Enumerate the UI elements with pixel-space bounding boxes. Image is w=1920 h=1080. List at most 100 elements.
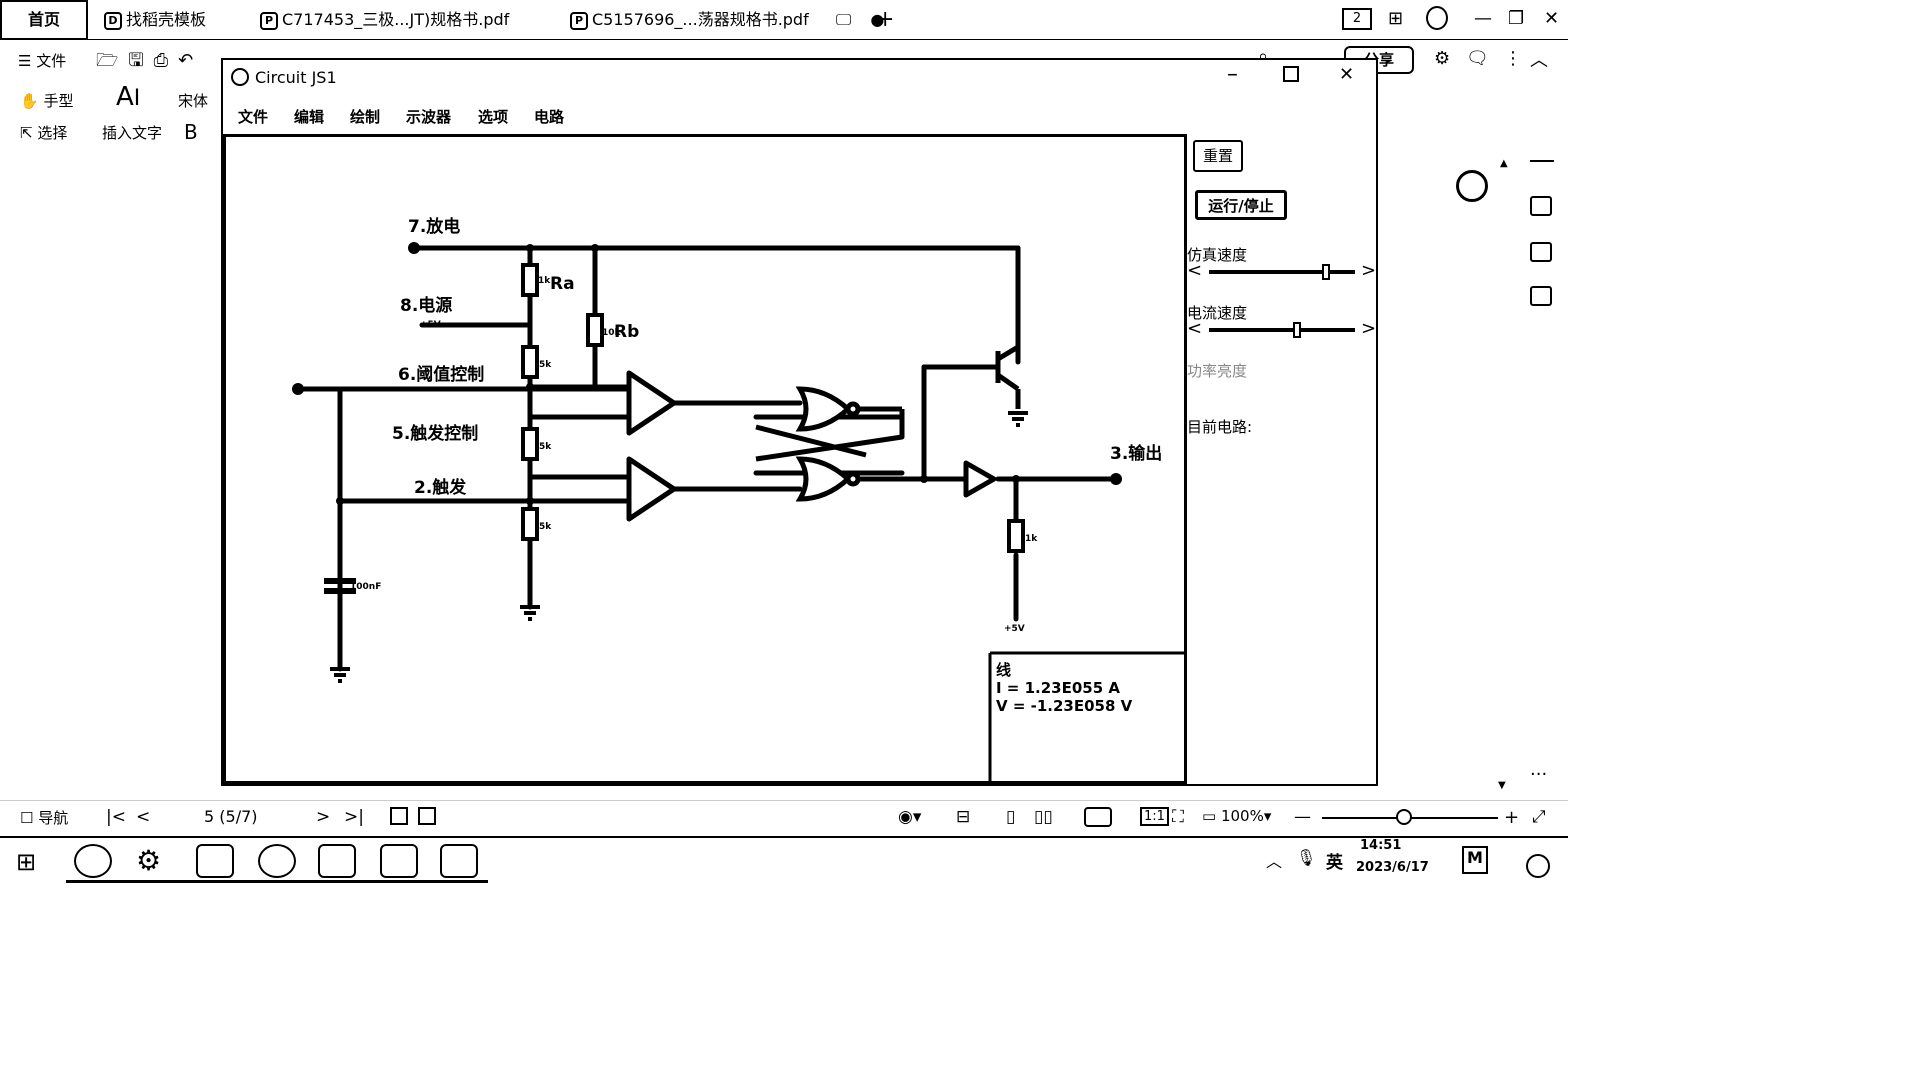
sim-speed-slider[interactable]: < > — [1187, 260, 1377, 282]
window-titlebar: Circuit JS1 – ✕ — [223, 60, 1376, 96]
fit-width-icon[interactable]: ⊟ — [956, 807, 971, 827]
slider-right-icon[interactable]: > — [1361, 260, 1377, 281]
clock-time[interactable]: 14:51 — [1360, 838, 1402, 853]
resistor-5k-bottom — [521, 507, 539, 541]
circuitjs-taskbar-icon[interactable] — [258, 844, 296, 878]
label-vcc-1: +5V — [420, 320, 441, 330]
monitor-icon[interactable]: 🖵 — [835, 10, 852, 29]
translate-icon[interactable] — [1530, 196, 1552, 216]
close-icon[interactable]: ✕ — [1339, 64, 1355, 85]
fit-page-icon[interactable]: ⛶ — [1172, 807, 1184, 827]
ime-icon[interactable]: M — [1462, 846, 1488, 874]
pdf-app-icon[interactable] — [196, 844, 234, 878]
zoom-in-icon[interactable]: + — [1504, 807, 1520, 828]
eye-icon[interactable]: ◉▾ — [898, 807, 922, 827]
next-page-icon[interactable]: > — [316, 807, 331, 827]
zoom-value: 100% — [1220, 807, 1264, 825]
adjust-icon[interactable] — [1530, 242, 1552, 262]
hand-tool-label: 手型 — [43, 92, 74, 110]
slider-left-icon[interactable]: < — [1187, 260, 1203, 281]
fullscreen-icon[interactable]: ⤢ — [1532, 807, 1546, 827]
print-icon[interactable]: ⎙ — [153, 50, 179, 71]
avatar[interactable] — [1426, 6, 1448, 30]
book-icon[interactable] — [1530, 286, 1552, 306]
tab-home[interactable]: 首页 — [0, 0, 88, 40]
search-small-icon[interactable]: ⌕ — [1258, 46, 1269, 67]
font-name[interactable]: 宋体 — [178, 92, 209, 110]
double-page-icon[interactable]: ▯▯ — [1034, 807, 1053, 827]
input-language[interactable]: 英 — [1326, 853, 1343, 873]
restore-app-icon[interactable]: ❐ — [1508, 8, 1525, 29]
file-explorer-icon[interactable] — [318, 844, 356, 878]
single-page-icon[interactable]: ▯ — [1006, 807, 1016, 827]
new-tab-button[interactable]: + — [876, 7, 895, 32]
settings-icon[interactable]: ⚙ — [1434, 48, 1451, 69]
reset-button[interactable]: 重置 — [1193, 140, 1243, 172]
back-icon[interactable] — [390, 807, 408, 825]
zoom-control[interactable]: ▭ 100%▾ — [1202, 807, 1272, 825]
wps-icon[interactable] — [380, 844, 418, 878]
hand-tool[interactable]: ✋ 手型 — [20, 90, 73, 111]
sim-speed-thumb[interactable] — [1321, 264, 1330, 280]
undo-icon[interactable]: ↶ — [178, 50, 204, 71]
zoom-thumb[interactable] — [1396, 809, 1412, 825]
select-tool[interactable]: ⇱ 选择 — [20, 122, 67, 143]
file-menu[interactable]: ☰ 文件 — [18, 50, 66, 71]
slider-left-icon[interactable]: < — [1187, 318, 1203, 339]
run-stop-button[interactable]: 运行/停止 — [1195, 190, 1287, 220]
current-speed-thumb[interactable] — [1292, 322, 1301, 338]
browser-icon[interactable] — [74, 844, 112, 878]
menu-file[interactable]: 文件 — [238, 108, 269, 126]
nav-button[interactable]: ☐ 导航 — [20, 807, 68, 828]
actual-size-icon[interactable]: 1:1 — [1140, 807, 1169, 826]
forward-icon[interactable] — [418, 807, 436, 825]
play-icon[interactable] — [1084, 807, 1112, 827]
value-5k-top: 5k — [539, 360, 552, 370]
scroll-up-icon[interactable]: ▲ — [1500, 158, 1508, 169]
more-icon[interactable]: ⋮ — [1504, 48, 1522, 69]
circuit-diagram[interactable]: 7.放电 8.电源 6.阈值控制 5.触发控制 2.触发 3.输出 Ra Rb … — [226, 137, 1184, 781]
window-title: Circuit JS1 — [255, 68, 337, 87]
notification-icon[interactable] — [1526, 854, 1550, 878]
more-dots-icon[interactable]: ··· — [1530, 764, 1548, 785]
first-page-icon[interactable]: |< — [106, 807, 126, 827]
current-speed-slider[interactable]: < > — [1187, 318, 1377, 340]
grid-apps-icon[interactable]: ⊞ — [1388, 8, 1404, 29]
menu-edit[interactable]: 编辑 — [294, 108, 325, 126]
settings-app-icon[interactable]: ⚙ — [136, 844, 162, 877]
slider-right-icon[interactable]: > — [1361, 318, 1377, 339]
comment-icon[interactable]: 🗨 — [1466, 48, 1489, 69]
scroll-down-icon[interactable]: ▼ — [1498, 780, 1506, 791]
save-icon[interactable]: 🖫 — [128, 50, 154, 71]
minimize-app-icon[interactable]: — — [1474, 8, 1492, 29]
menu-options[interactable]: 选项 — [478, 108, 509, 126]
open-folder-icon[interactable]: 🗁 — [96, 50, 129, 71]
file-menu-label: 文件 — [36, 52, 67, 70]
last-page-icon[interactable]: >| — [344, 807, 364, 827]
bold-button[interactable]: B — [184, 120, 198, 144]
assistant-icon[interactable] — [1456, 170, 1488, 202]
menu-scope[interactable]: 示波器 — [406, 108, 452, 126]
menu-lines-icon[interactable] — [1530, 160, 1554, 162]
zoom-out-icon[interactable]: — — [1294, 807, 1311, 827]
insert-text-icon[interactable]: AI — [116, 82, 141, 112]
clock-date[interactable]: 2023/6/17 — [1356, 860, 1429, 875]
menu-draw[interactable]: 绘制 — [350, 108, 381, 126]
windows-start-icon[interactable]: ⊞ — [16, 848, 37, 876]
window-count-icon[interactable]: 2 — [1342, 8, 1372, 30]
collapse-ribbon-icon[interactable]: ︿ — [1530, 50, 1548, 71]
insert-text-button[interactable]: 插入文字 — [102, 124, 163, 142]
tray-expand-icon[interactable]: ︿ — [1266, 852, 1283, 871]
close-app-icon[interactable]: ✕ — [1544, 8, 1560, 29]
circuit-canvas[interactable]: 7.放电 8.电源 6.阈值控制 5.触发控制 2.触发 3.输出 Ra Rb … — [223, 134, 1187, 784]
page-indicator[interactable]: 5 (5/7) — [204, 807, 258, 826]
menu-circuit[interactable]: 电路 — [534, 108, 565, 126]
minimize-icon[interactable]: – — [1227, 62, 1238, 87]
prev-page-icon[interactable]: < — [136, 807, 151, 827]
photo-app-icon[interactable] — [440, 844, 478, 878]
mic-icon[interactable]: 🎙 — [1296, 848, 1317, 867]
maximize-icon[interactable] — [1283, 66, 1299, 82]
